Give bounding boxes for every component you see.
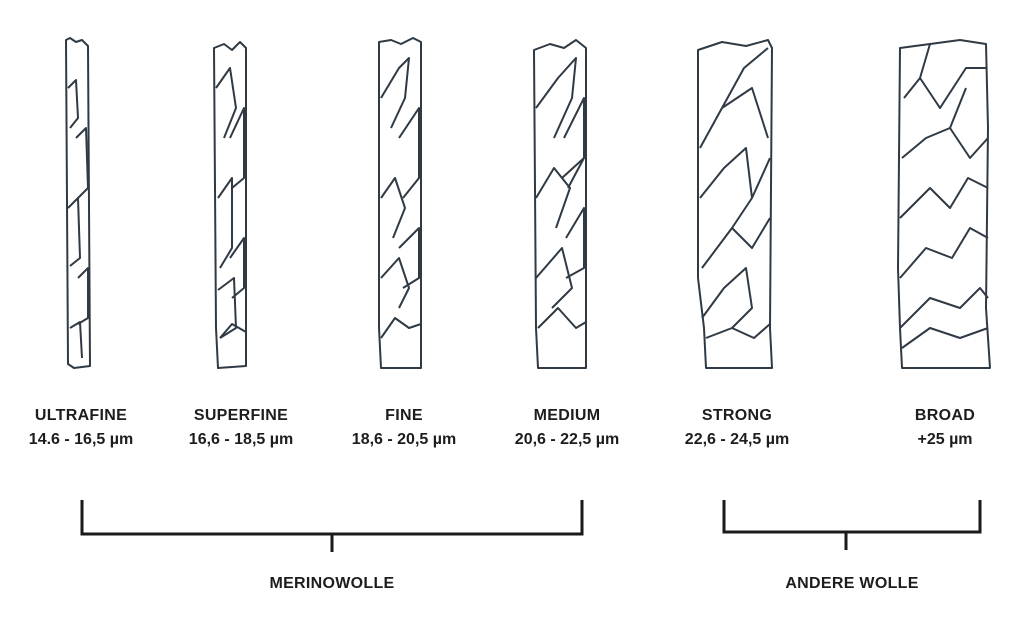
fiber-strong-illustration	[697, 39, 773, 369]
fiber-strong: STRONG 22,6 - 24,5 µm	[662, 0, 812, 470]
fiber-name: BROAD	[914, 407, 976, 424]
fiber-medium: MEDIUM 20,6 - 22,5 µm	[492, 0, 642, 470]
fiber-name: ULTRAFINE	[34, 407, 128, 424]
fiber-broad-illustration	[897, 39, 991, 369]
fiber-superfine-illustration	[213, 41, 247, 369]
fiber-fine: FINE 18,6 - 20,5 µm	[329, 0, 479, 470]
fiber-range: 16,6 - 18,5 µm	[188, 431, 294, 448]
fiber-superfine: SUPERFINE 16,6 - 18,5 µm	[166, 0, 316, 470]
fiber-ultrafine: ULTRAFINE 14.6 - 16,5 µm	[6, 0, 156, 470]
fiber-range: 22,6 - 24,5 µm	[684, 431, 790, 448]
fiber-fine-illustration	[378, 37, 422, 369]
fiber-name: MEDIUM	[533, 407, 601, 424]
fiber-name: SUPERFINE	[193, 407, 289, 424]
andere-wolle-bracket	[722, 500, 982, 534]
group-label-andere-wolle: ANDERE WOLLE	[785, 575, 919, 592]
fiber-name: STRONG	[701, 407, 773, 424]
fiber-medium-illustration	[533, 39, 587, 369]
fiber-range: 20,6 - 22,5 µm	[514, 431, 620, 448]
fiber-range: 18,6 - 20,5 µm	[351, 431, 457, 448]
fiber-name: FINE	[385, 407, 423, 424]
fiber-range: +25 µm	[917, 431, 973, 448]
fiber-ultrafine-illustration	[65, 37, 91, 369]
merinowolle-bracket	[80, 500, 584, 536]
fiber-broad: BROAD +25 µm	[870, 0, 1020, 470]
group-label-merinowolle: MERINOWOLLE	[269, 575, 395, 592]
fiber-range: 14.6 - 16,5 µm	[28, 431, 134, 448]
